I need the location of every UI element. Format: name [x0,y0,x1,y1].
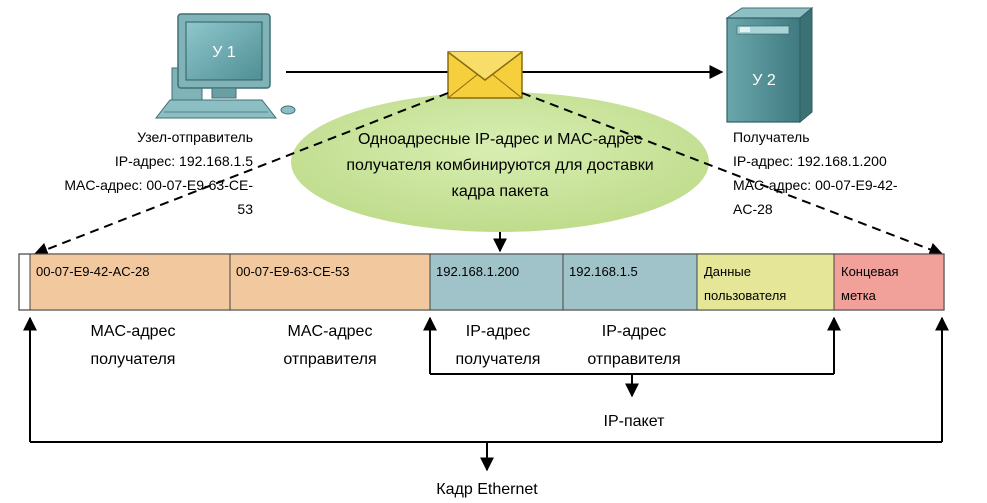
frame-cell-user-data-line1: Данные [704,264,751,279]
sender-title: Узел-отправитель [137,129,253,145]
frame-cell-dst-mac: 00-07-E9-42-AC-28 [29,253,231,311]
frame-cell-user-data: Данные пользователя [696,253,835,311]
frame-cell-dst-ip: 192.168.1.200 [429,253,564,311]
sender-computer-icon [154,13,296,119]
frame-cell-src-ip-text: 192.168.1.5 [569,264,638,279]
frame-cell-trailer-line1: Концевая [841,264,899,279]
label-dst-ip-line2: получателя [456,351,541,368]
ip-packet-bracket [423,316,841,398]
receiver-title: Получатель [733,129,810,145]
label-dst-ip-line1: IP-адрес [466,323,530,340]
label-src-mac-line1: MAC-адрес [288,323,373,340]
label-dst-mac-line2: получателя [91,351,176,368]
frame-cell-src-mac: 00-07-E9-63-CE-53 [229,253,431,311]
receiver-ip: IP-адрес: 192.168.1.200 [733,153,887,169]
callout-line2: получателя комбинируются для доставки [346,157,653,174]
callout-line3: кадра пакета [452,183,549,200]
label-src-ip-line2: отправителя [587,351,680,368]
frame-cell-dst-ip-text: 192.168.1.200 [436,264,519,279]
callout-line1: Одноадресные IP-адрес и MAC-адрес [358,131,642,148]
receiver-mac-line1: MAC-адрес: 00-07-E9-42- [733,177,898,193]
envelope-icon [447,51,523,99]
receiver-mac-line2: AC-28 [733,201,773,217]
ip-packet-label: IP-пакет [604,413,666,430]
sender-mac-line1: MAC-адрес: 00-07-E9-63-CE- [64,177,253,193]
ethernet-frame-label: Кадр Ethernet [436,481,538,498]
receiver-server-icon [725,6,814,124]
frame-cell-dst-mac-text: 00-07-E9-42-AC-28 [36,264,149,279]
frame-cell-src-ip: 192.168.1.5 [562,253,698,311]
sender-mac-line2: 53 [237,201,253,217]
ethernet-frame-bracket [23,316,949,472]
label-dst-mac-line1: MAC-адрес [91,323,176,340]
label-src-mac-line2: отправителя [283,351,376,368]
sender-host-label: У 1 [212,44,236,61]
callout-ellipse [291,92,709,232]
receiver-host-label: У 2 [752,72,776,89]
frame-cell-trailer-line2: метка [841,288,877,303]
frame-cell-user-data-line2: пользователя [704,288,786,303]
sender-ip: IP-адрес: 192.168.1.5 [115,153,253,169]
frame-cell-trailer: Концевая метка [833,253,945,311]
label-src-ip-line1: IP-адрес [602,323,666,340]
frame-cell-src-mac-text: 00-07-E9-63-CE-53 [236,264,349,279]
